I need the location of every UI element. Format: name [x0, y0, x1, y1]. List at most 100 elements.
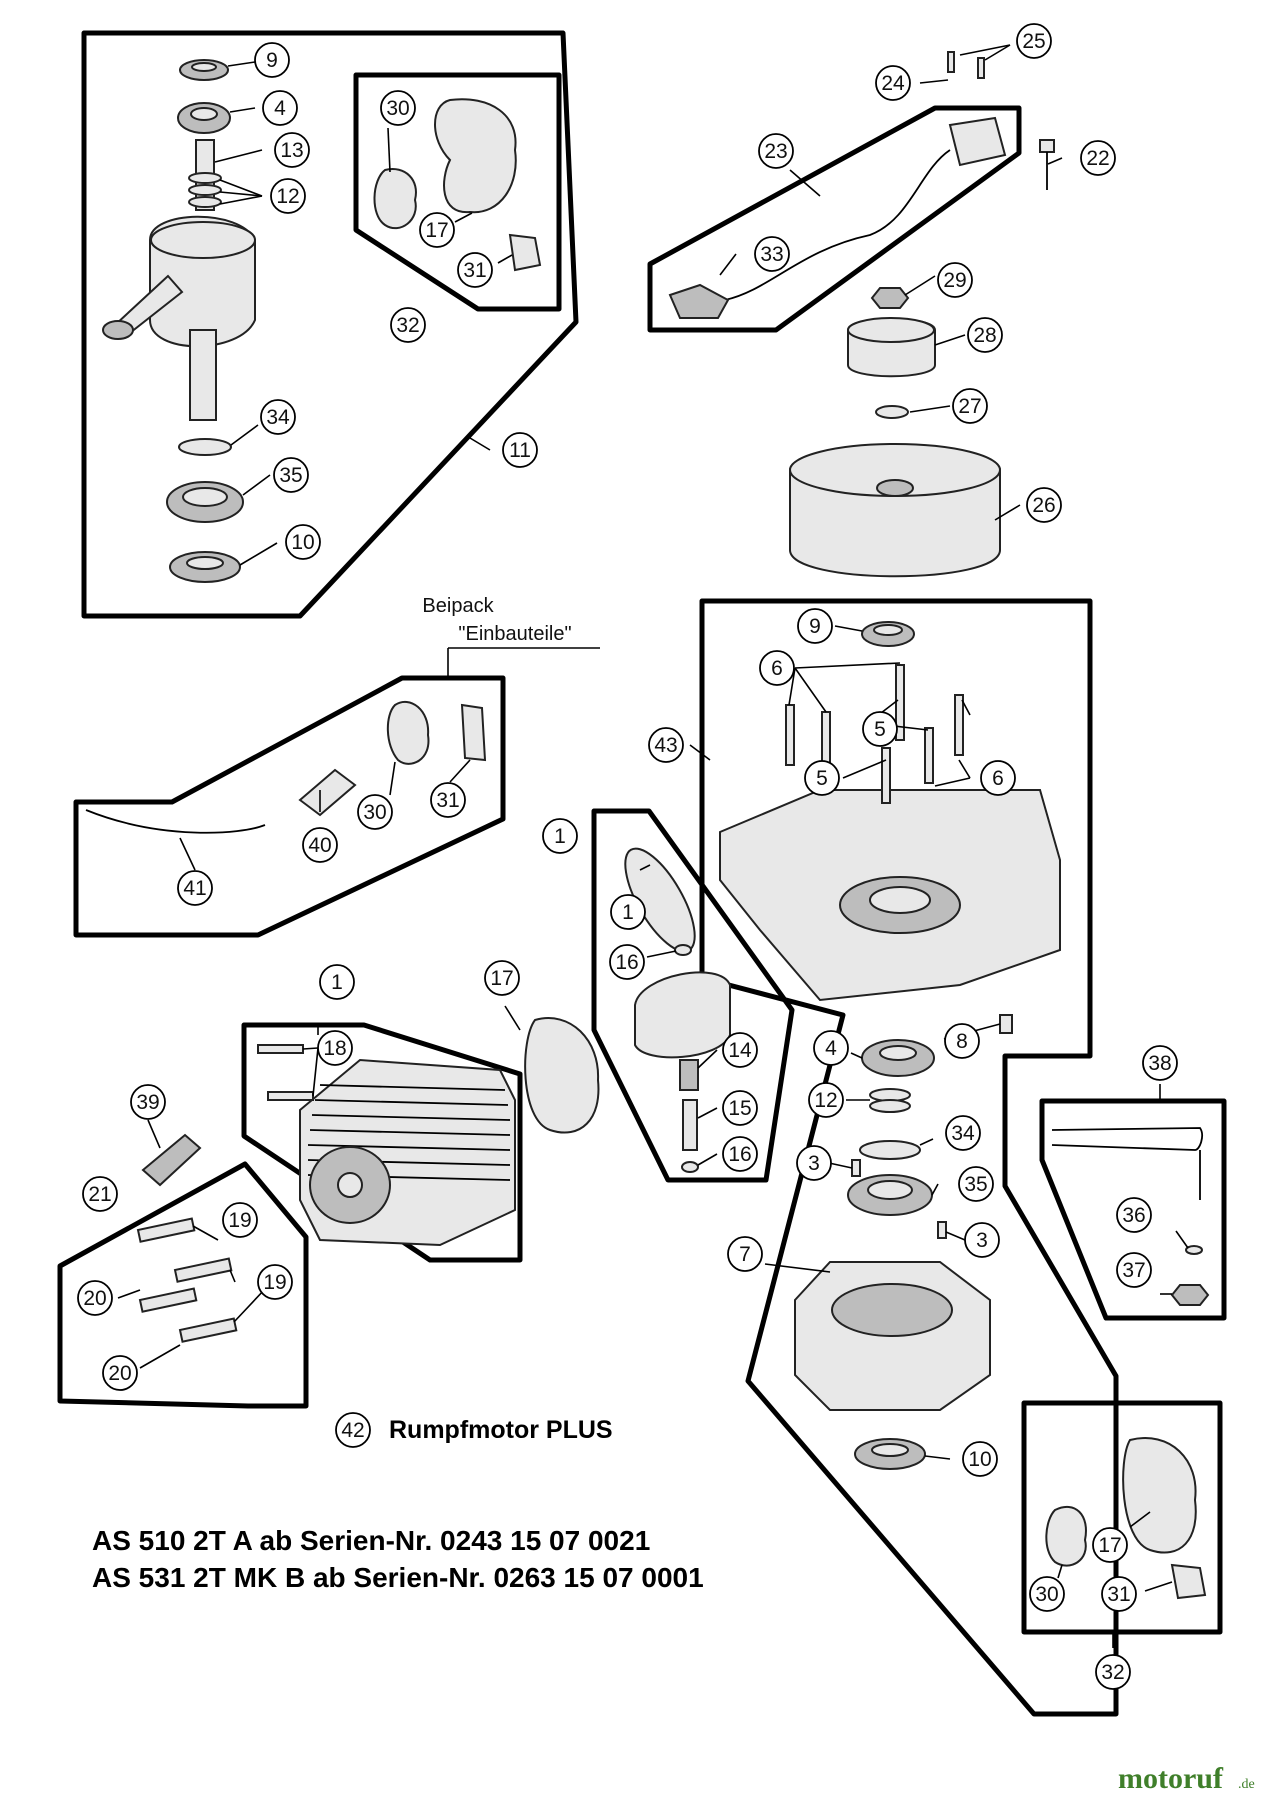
- callout-number: 28: [973, 324, 996, 347]
- callout-circle: [944, 1023, 980, 1059]
- callout-circle: [457, 252, 493, 288]
- callout-25: 25: [1016, 23, 1052, 59]
- callout-31: 31: [457, 252, 493, 288]
- callout-circle: [797, 608, 833, 644]
- stud-18-a: [257, 1044, 304, 1054]
- callout-number: 9: [266, 49, 278, 72]
- piston-pin-15: [682, 1099, 698, 1151]
- callout-number: 1: [331, 971, 343, 994]
- callout-circle: [609, 944, 645, 980]
- callout-20: 20: [77, 1280, 113, 1316]
- callout-circle: [257, 1264, 293, 1300]
- callout-9: 9: [254, 42, 290, 78]
- callout-number: 1: [554, 825, 566, 848]
- gasket-30-beipack: [386, 700, 430, 765]
- screws-5-6: [785, 664, 964, 804]
- callout-38: 38: [1142, 1045, 1178, 1081]
- screw-group-outline: [57, 1161, 309, 1409]
- callout-number: 22: [1086, 147, 1109, 170]
- callout-number: 31: [1107, 1583, 1130, 1606]
- callout-18: 18: [317, 1030, 353, 1066]
- callout-number: 40: [308, 834, 331, 857]
- callout-22: 22: [1080, 140, 1116, 176]
- callout-number: 5: [816, 767, 828, 790]
- throttle-cable-38: [1051, 1127, 1203, 1151]
- callout-3: 3: [964, 1222, 1000, 1258]
- callout-circle: [254, 42, 290, 78]
- callout-33: 33: [754, 236, 790, 272]
- callout-circle: [430, 782, 466, 818]
- callout-number: 26: [1032, 494, 1055, 517]
- callout-4: 4: [262, 90, 298, 126]
- callout-circle: [502, 432, 538, 468]
- callout-number: 30: [1035, 1583, 1058, 1606]
- callout-number: 3: [808, 1152, 820, 1175]
- callout-circle: [419, 212, 455, 248]
- callout-number: 23: [764, 140, 787, 163]
- callout-28: 28: [967, 317, 1003, 353]
- callout-9: 9: [797, 608, 833, 644]
- piston: [634, 971, 731, 1059]
- callout-29: 29: [937, 262, 973, 298]
- spark-plug-cap: [668, 283, 730, 319]
- callout-10: 10: [962, 1441, 998, 1477]
- callout-circle: [937, 262, 973, 298]
- watermark-motoruf: motoruf: [1118, 1762, 1224, 1795]
- callout-circle: [1092, 1527, 1128, 1563]
- beipack-group-outline: [73, 675, 506, 938]
- callout-number: 35: [964, 1173, 987, 1196]
- callout-circle: [759, 650, 795, 686]
- piston-group-outline: [591, 808, 795, 1183]
- nut-29: [870, 287, 910, 309]
- rumpfmotor-label: Rumpfmotor PLUS: [389, 1416, 613, 1444]
- callout-number: 17: [1098, 1534, 1121, 1557]
- callout-number: 10: [291, 531, 314, 554]
- callout-circle: [804, 760, 840, 796]
- callout-30: 30: [380, 90, 416, 126]
- stud-18-b: [267, 1091, 314, 1101]
- callout-17: 17: [1092, 1527, 1128, 1563]
- callout-7: 7: [727, 1236, 763, 1272]
- callout-number: 29: [943, 269, 966, 292]
- callout-4: 4: [813, 1030, 849, 1066]
- callout-number: 6: [992, 767, 1004, 790]
- callout-circle: [1116, 1197, 1152, 1233]
- callout-circle: [270, 178, 306, 214]
- callout-21: 21: [82, 1176, 118, 1212]
- callout-number: 1: [622, 901, 634, 924]
- callout-circle: [1029, 1576, 1065, 1612]
- callout-circle: [808, 1082, 844, 1118]
- gasket-kit-outline-bottom: [1021, 1400, 1223, 1635]
- circlip-34-case: [859, 1140, 921, 1160]
- callout-number: 7: [739, 1243, 751, 1266]
- cylinder-group-outline: [241, 1022, 523, 1263]
- callout-circle: [758, 133, 794, 169]
- callout-number: 39: [136, 1091, 159, 1114]
- callout-12: 12: [270, 178, 306, 214]
- callout-1: 1: [319, 964, 355, 1000]
- callout-circle: [962, 1441, 998, 1477]
- circlip-16-bottom: [681, 1161, 699, 1173]
- callout-number: 42: [341, 1419, 364, 1442]
- callout-circle: [727, 1236, 763, 1272]
- callout-31: 31: [1101, 1576, 1137, 1612]
- callout-number: 9: [809, 615, 821, 638]
- exhaust-gasket-31-bottom: [1170, 1563, 1207, 1600]
- screws-19-20: [136, 1217, 238, 1343]
- callout-32: 32: [390, 307, 426, 343]
- callout-circle: [380, 90, 416, 126]
- callout-circle: [796, 1145, 832, 1181]
- cylinder-gasket-17-mid: [524, 1017, 600, 1134]
- callout-number: 30: [363, 801, 386, 824]
- washer-27: [875, 405, 909, 419]
- ignition-group-outline: [647, 105, 1022, 333]
- callout-number: 13: [280, 139, 303, 162]
- callout-26: 26: [1026, 487, 1062, 523]
- callout-number: 31: [463, 259, 486, 282]
- part-drawings: [85, 51, 1210, 1600]
- callout-number: 20: [108, 1362, 131, 1385]
- callout-17: 17: [419, 212, 455, 248]
- callout-number: 25: [1022, 30, 1045, 53]
